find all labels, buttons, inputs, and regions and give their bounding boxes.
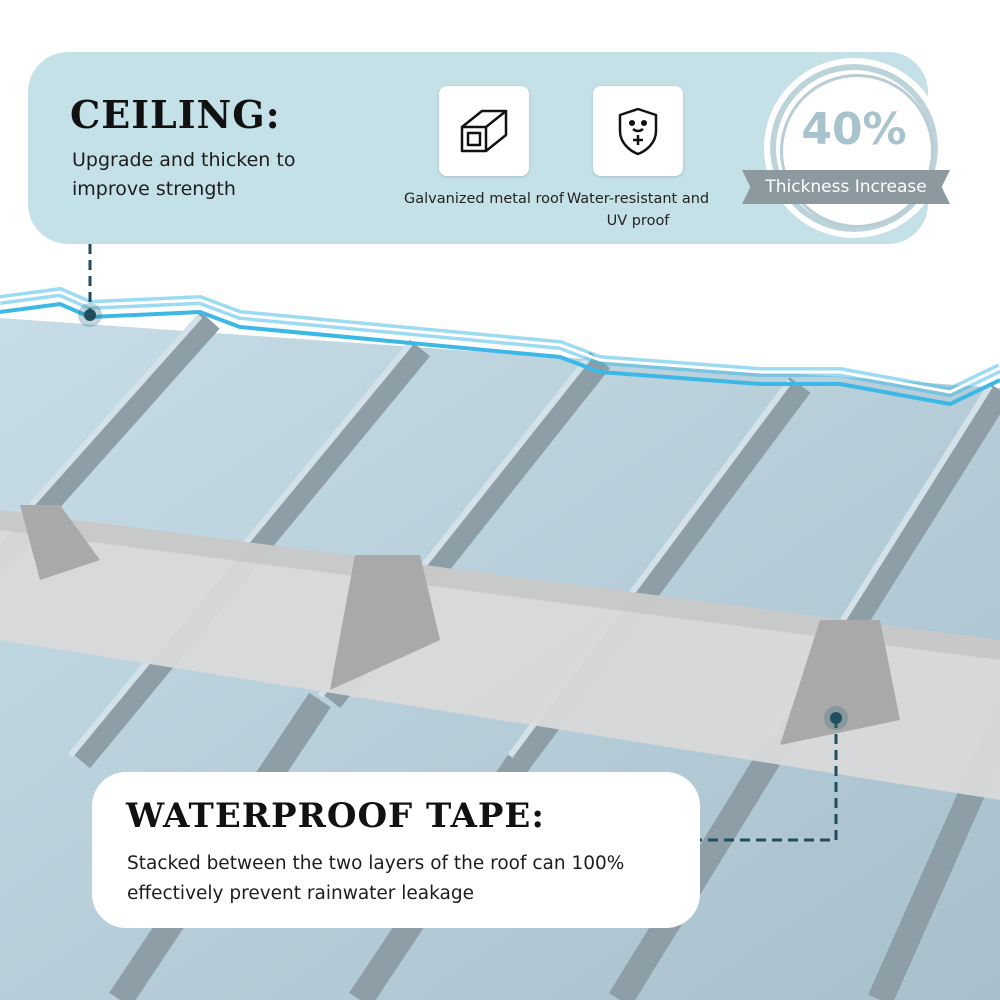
ceiling-description: Upgrade and thicken to improve strength [72, 149, 296, 200]
feature-water-resistant: Water-resistant and UV proof [558, 86, 718, 232]
thickness-badge: 40% Thickness Increase [742, 58, 952, 258]
badge-percentage: 40% [801, 104, 907, 155]
shield-uv-icon [593, 86, 683, 176]
badge-label: Thickness Increase [765, 177, 927, 197]
badge-ribbon [742, 170, 950, 204]
feature-label: Galvanized metal roof [404, 191, 564, 207]
ceiling-title: CEILING: [70, 92, 281, 137]
galvanized-beam-icon [439, 86, 529, 176]
feature-galvanized: Galvanized metal roof [404, 86, 564, 210]
tape-description: Stacked between the two layers of the ro… [127, 853, 625, 904]
waterproof-tape-callout [92, 772, 700, 928]
feature-label: Water-resistant and UV proof [566, 191, 710, 229]
tape-title: WATERPROOF TAPE: [126, 796, 545, 836]
